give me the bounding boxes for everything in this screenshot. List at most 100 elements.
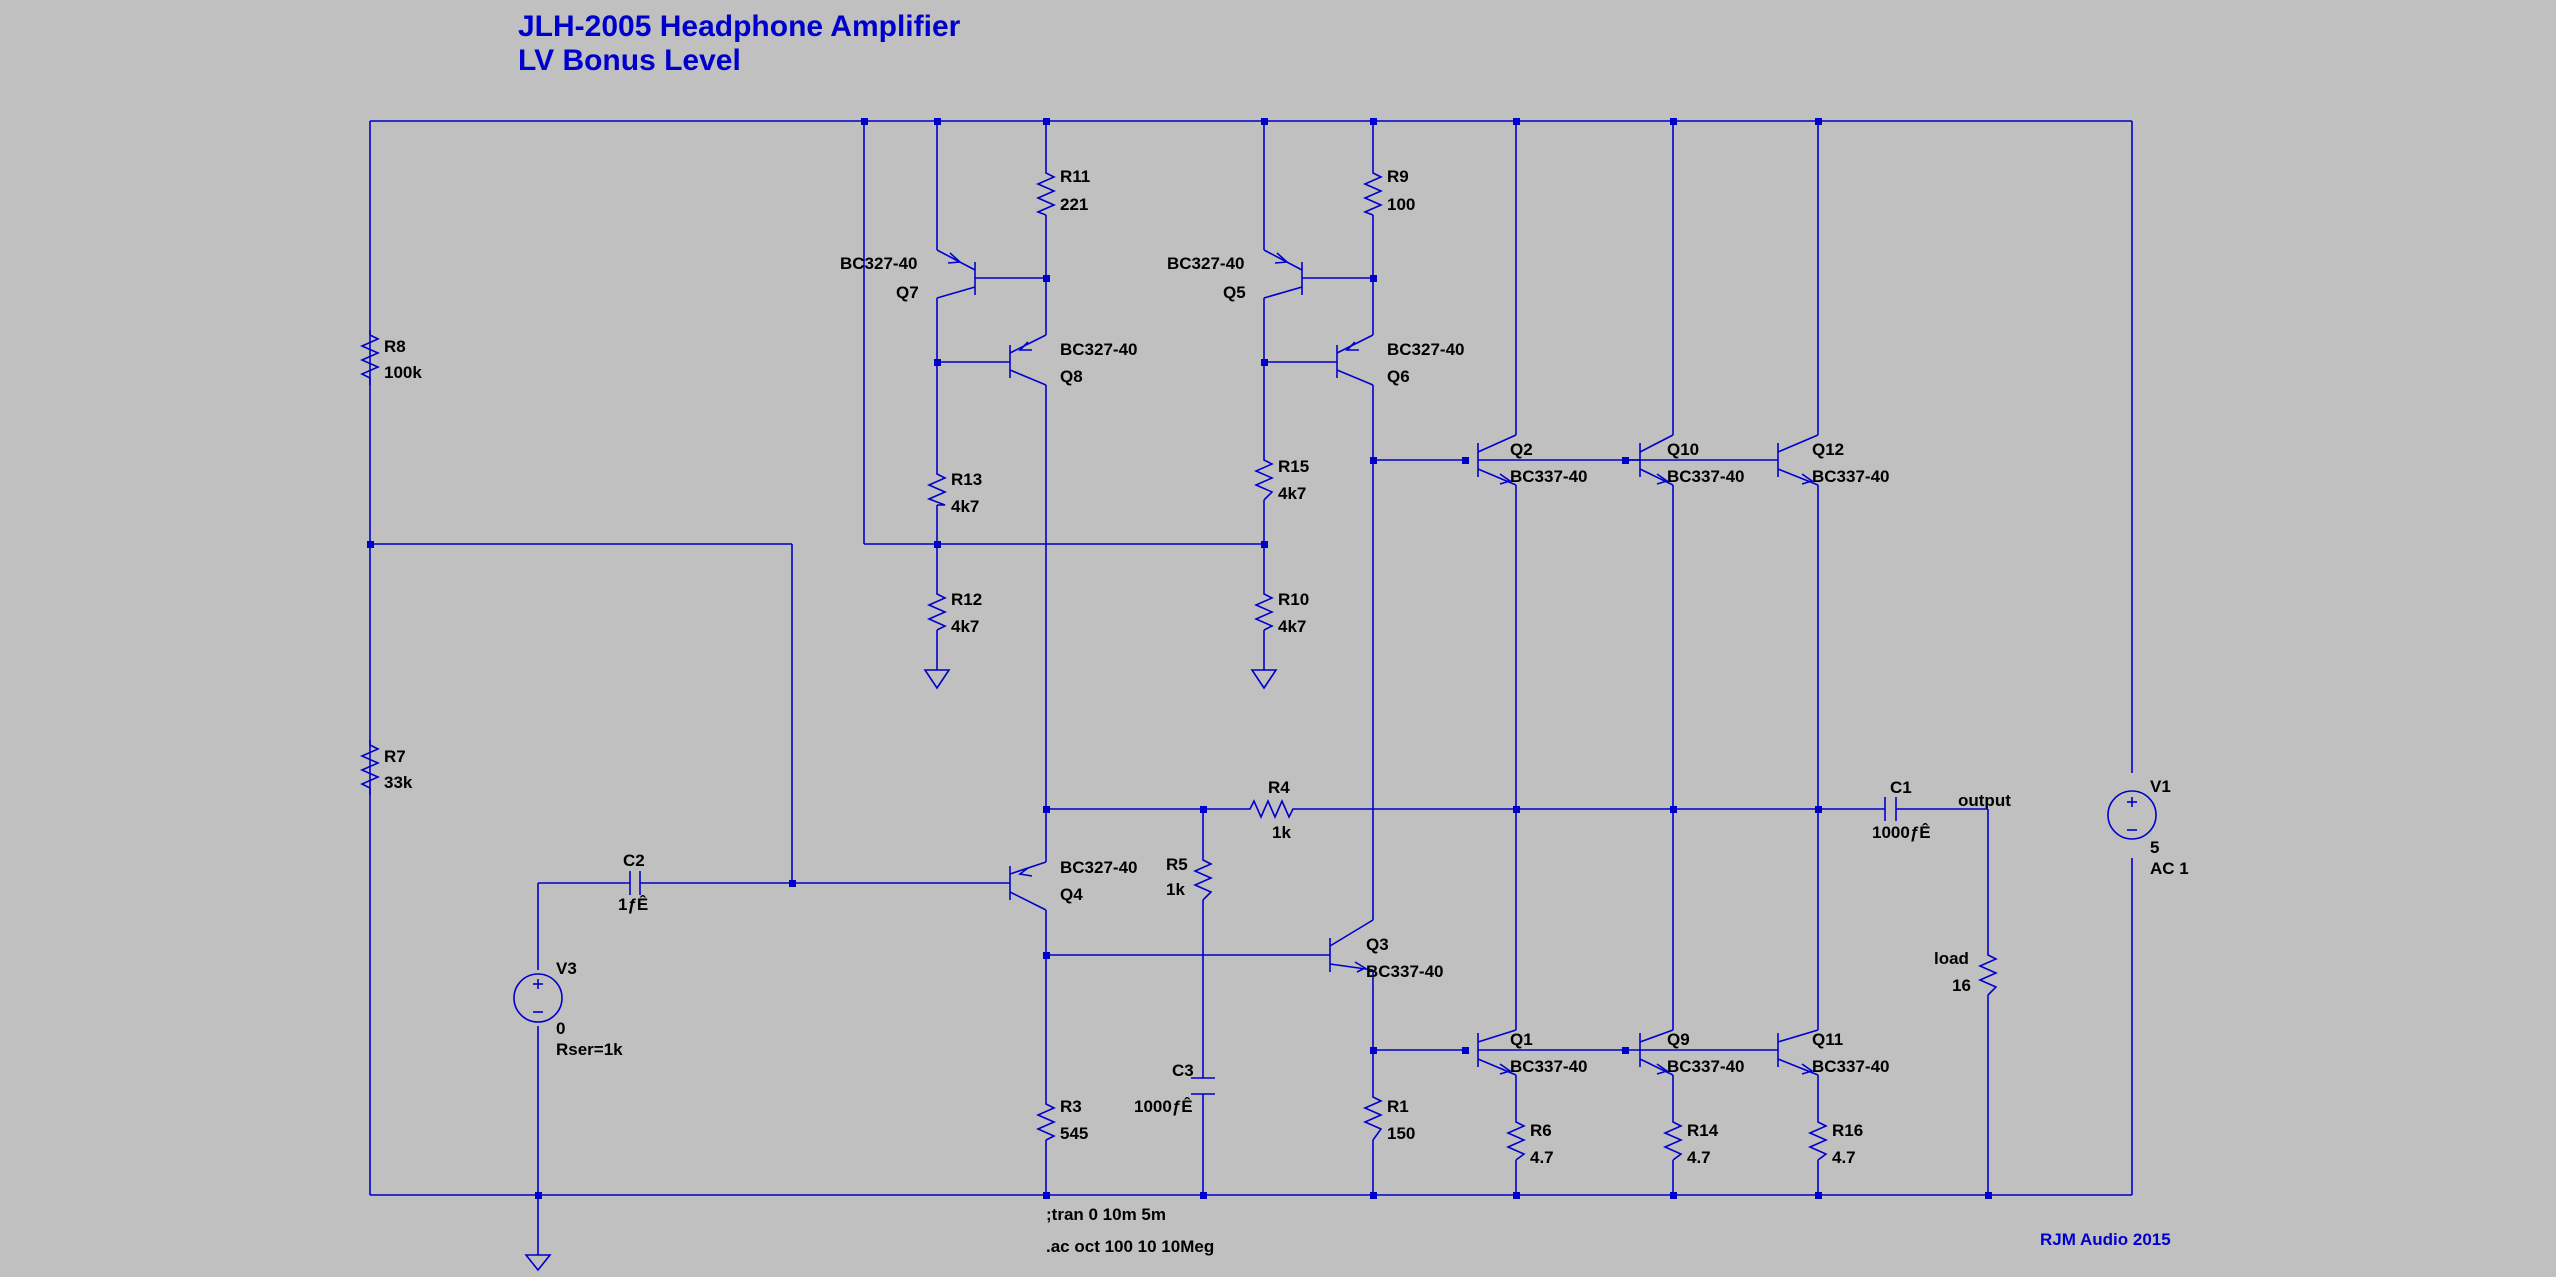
resistor-r9[interactable]: R9 100 <box>1362 167 1415 216</box>
r5-ref: R5 <box>1166 855 1188 874</box>
r9-ref: R9 <box>1387 167 1409 186</box>
q6-ref: Q6 <box>1387 367 1410 386</box>
transistor-q10[interactable]: Q10 BC337-40 <box>1639 434 1745 486</box>
resistor-r10[interactable]: R10 4k7 <box>1254 590 1309 636</box>
load-value: 16 <box>1952 976 1971 995</box>
q2-model: BC337-40 <box>1510 467 1588 486</box>
ac-directive[interactable]: .ac oct 100 10 10Meg <box>1046 1237 1214 1256</box>
transistor-q5[interactable]: BC327-40 Q5 <box>1167 249 1303 302</box>
q12-ref: Q12 <box>1812 440 1844 459</box>
c3-value: 1000ƒÊ <box>1134 1097 1193 1116</box>
r8-ref: R8 <box>384 337 406 356</box>
voltage-source-v3[interactable]: V3 0 Rser=1k <box>513 959 623 1059</box>
resistor-r3[interactable]: R3 545 <box>1036 1097 1088 1143</box>
q1-model: BC337-40 <box>1510 1057 1588 1076</box>
r4-ref: R4 <box>1268 778 1290 797</box>
r4-value: 1k <box>1272 823 1291 842</box>
r11-value: 221 <box>1060 195 1088 214</box>
transistor-q7[interactable]: BC327-40 Q7 <box>840 249 976 302</box>
transistor-q9[interactable]: Q9 BC337-40 <box>1639 1029 1745 1076</box>
c1-ref: C1 <box>1890 778 1912 797</box>
capacitor-c3[interactable]: C3 1000ƒÊ <box>1134 1061 1215 1116</box>
r14-ref: R14 <box>1687 1121 1719 1140</box>
q9-ref: Q9 <box>1667 1030 1690 1049</box>
q12-model: BC337-40 <box>1812 467 1890 486</box>
q11-ref: Q11 <box>1812 1030 1843 1049</box>
v3-value: 0 <box>556 1019 565 1038</box>
q7-model: BC327-40 <box>840 254 918 273</box>
r10-ref: R10 <box>1278 590 1309 609</box>
v3-ref: V3 <box>556 959 577 978</box>
resistor-load[interactable]: load 16 <box>1934 949 1998 996</box>
r3-value: 545 <box>1060 1124 1088 1143</box>
q3-model: BC337-40 <box>1366 962 1444 981</box>
credit-text: RJM Audio 2015 <box>2040 1230 2171 1249</box>
v3-rser: Rser=1k <box>556 1040 623 1059</box>
capacitor-c2[interactable]: C2 1ƒÊ <box>618 851 648 914</box>
r6-ref: R6 <box>1530 1121 1552 1140</box>
resistor-r6[interactable]: R6 4.7 <box>1506 1118 1554 1167</box>
r9-value: 100 <box>1387 195 1415 214</box>
r8-value: 100k <box>384 363 422 382</box>
r10-value: 4k7 <box>1278 617 1306 636</box>
ground-symbol-main <box>524 1245 552 1272</box>
tran-directive[interactable]: ;tran 0 10m 5m <box>1046 1205 1166 1224</box>
resistor-r4[interactable]: R4 1k <box>1245 778 1305 842</box>
q8-ref: Q8 <box>1060 367 1083 386</box>
transistor-q1[interactable]: Q1 BC337-40 <box>1477 1029 1588 1076</box>
resistor-r16[interactable]: R16 4.7 <box>1808 1118 1863 1167</box>
q5-ref: Q5 <box>1223 283 1246 302</box>
output-net-label[interactable]: output <box>1958 791 2011 810</box>
capacitor-c1[interactable]: C1 1000ƒÊ <box>1872 778 1931 842</box>
resistor-r7[interactable]: R7 33k <box>360 740 413 795</box>
q2-ref: Q2 <box>1510 440 1533 459</box>
transistor-q3[interactable]: Q3 BC337-40 <box>1329 919 1444 981</box>
wires[interactable] <box>369 120 2133 1245</box>
ground-symbol-r10 <box>1250 669 1278 690</box>
transistor-q6[interactable]: BC327-40 Q6 <box>1336 334 1465 386</box>
q5-model: BC327-40 <box>1167 254 1245 273</box>
q10-ref: Q10 <box>1667 440 1699 459</box>
r11-ref: R11 <box>1060 167 1090 186</box>
resistor-r13[interactable]: R13 4k7 <box>926 470 982 516</box>
r6-value: 4.7 <box>1530 1148 1554 1167</box>
r7-ref: R7 <box>384 747 406 766</box>
voltage-source-v1[interactable]: V1 5 AC 1 <box>2107 777 2189 878</box>
transistor-q8[interactable]: BC327-40 Q8 <box>1009 334 1138 386</box>
transistor-q4[interactable]: BC327-40 Q4 <box>1009 858 1138 955</box>
q8-model: BC327-40 <box>1060 340 1138 359</box>
r15-value: 4k7 <box>1278 484 1306 503</box>
ground-symbol-r12 <box>923 669 951 690</box>
transistor-q11[interactable]: Q11 BC337-40 <box>1777 1029 1890 1076</box>
q7-ref: Q7 <box>896 283 919 302</box>
transistor-q2[interactable]: Q2 BC337-40 <box>1477 434 1588 486</box>
c3-ref: C3 <box>1172 1061 1194 1080</box>
resistor-r1[interactable]: R1 150 <box>1363 1092 1415 1143</box>
load-ref: load <box>1934 949 1969 968</box>
resistor-r14[interactable]: R14 4.7 <box>1663 1118 1719 1167</box>
r3-ref: R3 <box>1060 1097 1082 1116</box>
v1-value: 5 <box>2150 838 2159 857</box>
r15-ref: R15 <box>1278 457 1309 476</box>
junction-dots <box>367 118 1992 1199</box>
r1-ref: R1 <box>1387 1097 1409 1116</box>
r5-value: 1k <box>1166 880 1185 899</box>
v1-ac-value: AC 1 <box>2150 859 2189 878</box>
resistor-r12[interactable]: R12 4k7 <box>927 590 982 636</box>
resistor-r8[interactable]: R8 100k <box>360 330 422 385</box>
r14-value: 4.7 <box>1687 1148 1711 1167</box>
r16-value: 4.7 <box>1832 1148 1856 1167</box>
r12-value: 4k7 <box>951 617 979 636</box>
r1-value: 150 <box>1387 1124 1415 1143</box>
transistor-q12[interactable]: Q12 BC337-40 <box>1777 434 1890 486</box>
title-line-2: LV Bonus Level <box>518 44 741 77</box>
title-line-1: JLH-2005 Headphone Amplifier <box>518 10 961 43</box>
r13-ref: R13 <box>951 470 982 489</box>
resistor-r15[interactable]: R15 4k7 <box>1254 455 1309 503</box>
r13-value: 4k7 <box>951 497 979 516</box>
q3-ref: Q3 <box>1366 935 1389 954</box>
q4-model: BC327-40 <box>1060 858 1138 877</box>
resistor-r5[interactable]: R5 1k <box>1166 855 1213 901</box>
resistor-r11[interactable]: R11 221 <box>1035 167 1090 216</box>
